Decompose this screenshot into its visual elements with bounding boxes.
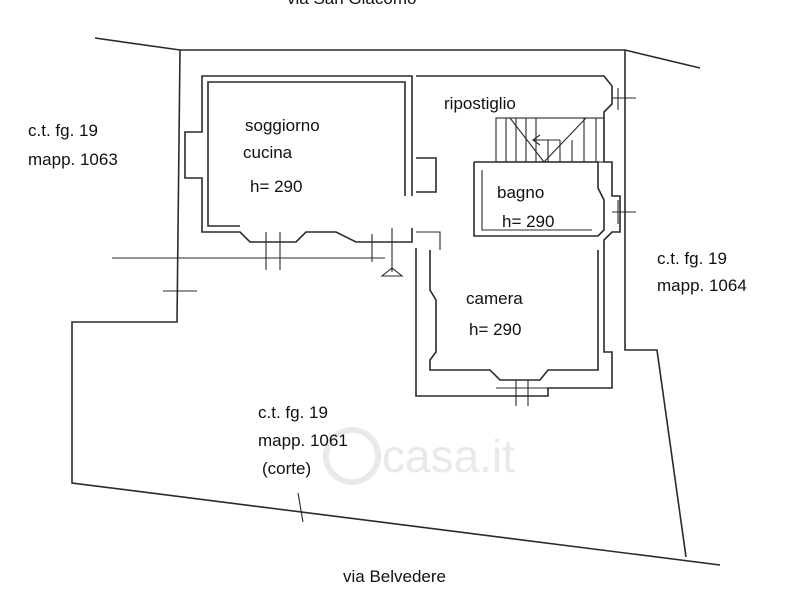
left-bottom-boundary-line <box>71 49 721 566</box>
parcel-left-line2: mapp. 1063 <box>28 150 118 169</box>
living-room-inner-wall <box>207 81 406 227</box>
staircase-arrow-line <box>509 117 587 163</box>
staircase <box>495 117 605 163</box>
parcel-boundaries <box>71 37 721 566</box>
parcel-bottom-line3: (corte) <box>262 459 311 478</box>
parcel-right-line2: mapp. 1064 <box>657 276 747 295</box>
entrance-triangle-icon <box>380 267 404 277</box>
parcel-bottom-line2: mapp. 1061 <box>258 431 348 450</box>
room-living-name1: soggiorno <box>245 116 320 135</box>
bedroom-door-frame <box>416 231 441 250</box>
street-top-label: via San Giacomo <box>287 0 416 8</box>
room-bedroom-name: camera <box>466 289 523 308</box>
bath-wall <box>473 161 605 237</box>
parcel-left-line1: c.t. fg. 19 <box>28 121 98 140</box>
bedroom-wall <box>429 250 599 381</box>
room-bedroom-height: h= 290 <box>469 320 521 339</box>
parcel-bottom-line1: c.t. fg. 19 <box>258 403 328 422</box>
living-room-wall <box>184 75 413 243</box>
top-boundary-line <box>94 37 701 69</box>
boundary-tick-bottom <box>297 492 304 523</box>
room-bath-height: h= 290 <box>502 212 554 231</box>
room-living-height: h= 290 <box>250 177 302 196</box>
watermark-text: casa.it <box>382 430 515 482</box>
watermark: casa.it <box>323 427 515 485</box>
staircase-arrow-icon <box>532 134 541 146</box>
right-boundary-line <box>624 50 687 558</box>
staircase-outline <box>495 117 605 163</box>
openings <box>265 88 636 406</box>
parcel-right-line1: c.t. fg. 19 <box>657 249 727 268</box>
room-storage-name: ripostiglio <box>444 94 516 113</box>
storage-partition <box>416 157 437 193</box>
room-living-name2: cucina <box>243 143 293 162</box>
bath-inner-wall <box>481 170 592 231</box>
watermark-logo-icon <box>323 427 381 485</box>
street-bottom-label: via Belvedere <box>343 567 446 586</box>
room-bath-name: bagno <box>497 183 544 202</box>
